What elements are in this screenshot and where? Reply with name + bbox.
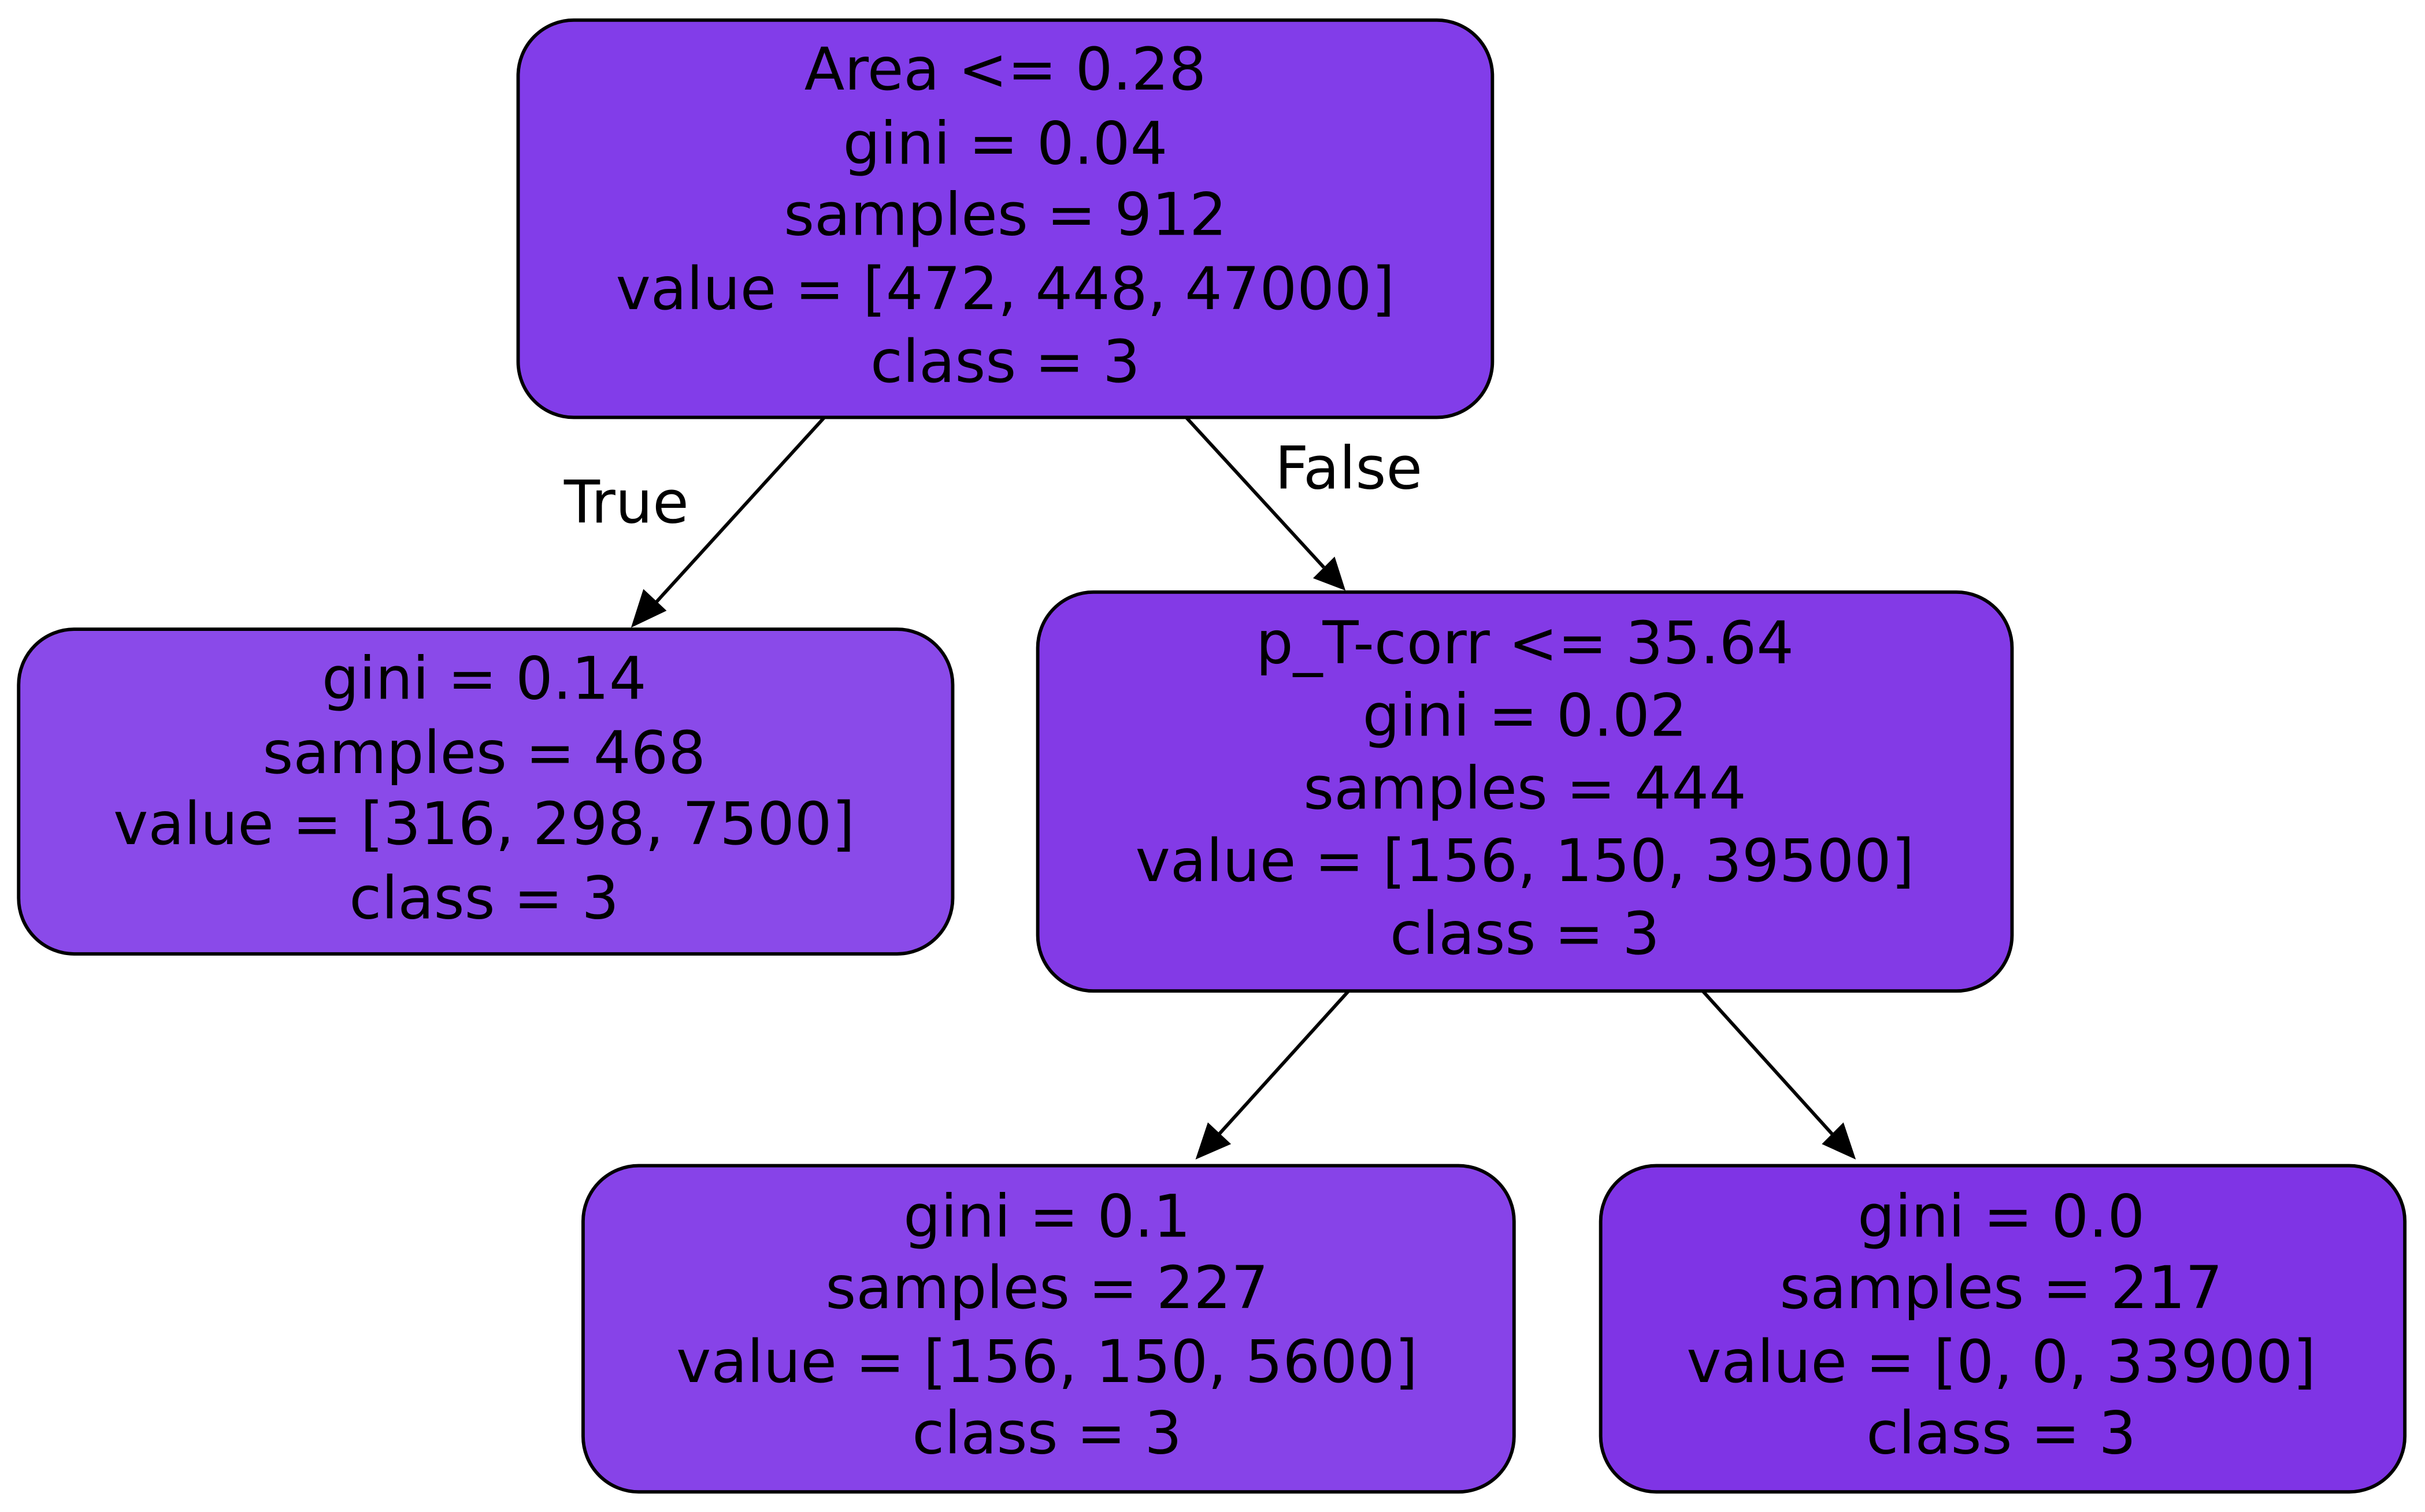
- node-class: class = 3: [870, 328, 1140, 396]
- arrowhead-right-split: [1312, 556, 1346, 591]
- edge-label-true: True: [563, 468, 689, 536]
- node-value: value = [0, 0, 33900]: [1686, 1328, 2316, 1396]
- arrowhead-right-right-leaf: [1822, 1122, 1856, 1160]
- node-box: [1036, 590, 2014, 993]
- tree-node-right-split: p_T-corr <= 35.64 gini = 0.02 samples = …: [1036, 590, 2014, 993]
- node-split-condition: Area <= 0.28: [804, 35, 1206, 103]
- node-split-condition: p_T-corr <= 35.64: [1256, 609, 1794, 677]
- node-class: class = 3: [1390, 900, 1660, 968]
- edge-root-to-right-split: [1185, 416, 1325, 569]
- edges: True False: [563, 416, 1856, 1160]
- tree-node-root: Area <= 0.28 gini = 0.04 samples = 912 v…: [516, 18, 1495, 419]
- node-value: value = [316, 298, 7500]: [113, 790, 855, 858]
- node-box: [516, 18, 1495, 419]
- node-value: value = [156, 150, 5600]: [676, 1328, 1418, 1396]
- node-gini: gini = 0.1: [903, 1183, 1191, 1251]
- node-gini: gini = 0.0: [1857, 1183, 2145, 1251]
- node-gini: gini = 0.02: [1363, 682, 1688, 750]
- arrowhead-left-leaf: [631, 589, 667, 628]
- node-class: class = 3: [912, 1399, 1182, 1467]
- edge-right-split-to-right-right-leaf: [1701, 990, 1836, 1138]
- tree-node-left-leaf: gini = 0.14 samples = 468 value = [316, …: [17, 627, 955, 956]
- tree-node-right-left-leaf: gini = 0.1 samples = 227 value = [156, 1…: [581, 1164, 1516, 1494]
- node-gini: gini = 0.04: [843, 110, 1168, 178]
- node-value: value = [156, 150, 39500]: [1136, 827, 1915, 895]
- node-value: value = [472, 448, 47000]: [616, 255, 1395, 323]
- node-box: [17, 627, 955, 956]
- edge-root-to-left-leaf: [651, 416, 826, 607]
- node-box: [581, 1164, 1516, 1494]
- node-samples: samples = 227: [825, 1254, 1269, 1322]
- node-gini: gini = 0.14: [322, 644, 647, 712]
- node-samples: samples = 912: [784, 181, 1227, 249]
- edge-label-false: False: [1275, 434, 1422, 503]
- node-samples: samples = 217: [1779, 1254, 2223, 1322]
- node-samples: samples = 468: [262, 719, 706, 787]
- node-class: class = 3: [1866, 1399, 2136, 1467]
- arrowhead-right-left-leaf: [1195, 1122, 1232, 1160]
- edge-right-split-to-right-left-leaf: [1215, 990, 1350, 1138]
- node-class: class = 3: [349, 864, 619, 932]
- node-box: [1599, 1164, 2407, 1494]
- node-samples: samples = 444: [1303, 754, 1747, 822]
- tree-node-right-right-leaf: gini = 0.0 samples = 217 value = [0, 0, …: [1599, 1164, 2407, 1494]
